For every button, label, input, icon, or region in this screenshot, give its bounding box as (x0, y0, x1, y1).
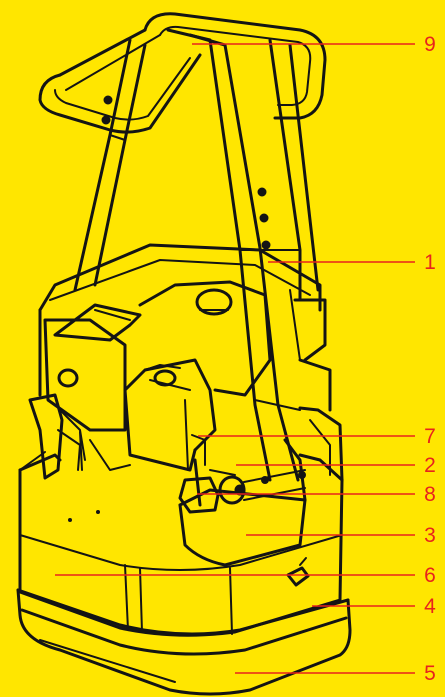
engine (43, 280, 272, 472)
guide-handle (38, 12, 327, 134)
callout-label-4: 4 (424, 595, 436, 618)
callout-label-7: 7 (424, 425, 436, 448)
callout-label-3: 3 (424, 524, 436, 547)
callout-label-8: 8 (424, 483, 436, 506)
handle-struts (73, 28, 320, 482)
callout-label-5: 5 (424, 662, 436, 685)
callout-label-2: 2 (424, 454, 436, 477)
protective-frame (38, 243, 322, 397)
callout-label-1: 1 (424, 251, 436, 274)
callout-leaders (55, 43, 415, 674)
callout-label-9: 9 (424, 33, 436, 56)
left-guard (28, 393, 81, 480)
belt-guard (178, 438, 307, 567)
main-housing (18, 451, 344, 637)
drain-plug (286, 557, 310, 587)
right-frame (293, 298, 344, 482)
base-plate (16, 588, 352, 696)
callout-label-6: 6 (424, 564, 436, 587)
